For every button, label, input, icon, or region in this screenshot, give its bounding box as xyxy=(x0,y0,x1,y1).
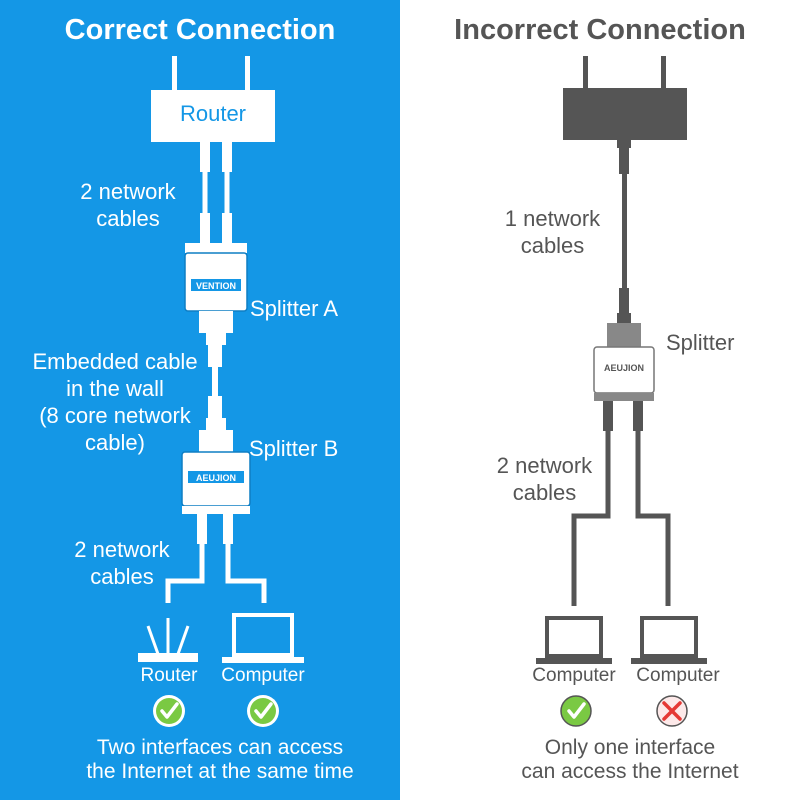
incorrect-footer: Only one interface can access the Intern… xyxy=(521,736,739,783)
top-network-cables xyxy=(200,142,232,243)
incorrect-connection-graphic: AEUJION xyxy=(536,56,707,727)
laptop-icon xyxy=(631,616,707,664)
correct-connection-panel: VENTION AEUJION Correct Connection Route… xyxy=(0,0,400,800)
bottom-cables-label: 2 network cables xyxy=(74,537,170,589)
router-icon xyxy=(563,88,687,140)
top-cables-label: 2 network cables xyxy=(80,179,176,231)
top-network-cable xyxy=(617,140,631,323)
router-label: Router xyxy=(179,101,247,126)
router-box xyxy=(151,90,275,142)
device-computer-1-label: Computer xyxy=(532,665,616,686)
splitter-b-label: Splitter B xyxy=(249,436,339,461)
check-icon xyxy=(560,695,592,727)
splitter-a xyxy=(184,243,248,345)
router-antenna xyxy=(172,56,250,92)
splitter-b-brand: AEUJION xyxy=(196,473,236,483)
correct-footer: Two interfaces can access the Internet a… xyxy=(86,736,354,783)
splitter-a-label: Splitter A xyxy=(250,296,339,321)
wall-cable-label: Embedded cable in the wall (8 core netwo… xyxy=(32,349,198,455)
correct-connection-graphic: VENTION AEUJION xyxy=(138,56,304,727)
splitter-brand: AEUJION xyxy=(604,363,644,373)
check-icon xyxy=(153,695,185,727)
top-cable-label: 1 network cables xyxy=(504,206,601,258)
router-icon xyxy=(138,618,198,662)
incorrect-title: Incorrect Connection xyxy=(454,14,746,46)
device-computer-label: Computer xyxy=(221,665,305,686)
bottom-cables-label: 2 network cables xyxy=(496,453,593,505)
correct-title: Correct Connection xyxy=(64,14,336,46)
incorrect-connection-panel: AEUJION Incorrect Connection 1 network c… xyxy=(400,0,800,800)
splitter xyxy=(593,323,655,401)
cross-icon xyxy=(656,695,688,727)
bottom-network-cables xyxy=(571,401,671,606)
bottom-network-cables xyxy=(165,514,267,603)
laptop-icon xyxy=(222,613,304,663)
wall-cable xyxy=(208,345,222,420)
check-icon xyxy=(247,695,279,727)
splitter-a-brand: VENTION xyxy=(196,281,236,291)
splitter-label: Splitter xyxy=(666,330,735,355)
laptop-icon xyxy=(536,616,612,664)
splitter-b xyxy=(181,418,251,514)
router-antenna xyxy=(583,56,666,92)
device-router-label: Router xyxy=(140,665,198,686)
device-computer-2-label: Computer xyxy=(636,665,720,686)
